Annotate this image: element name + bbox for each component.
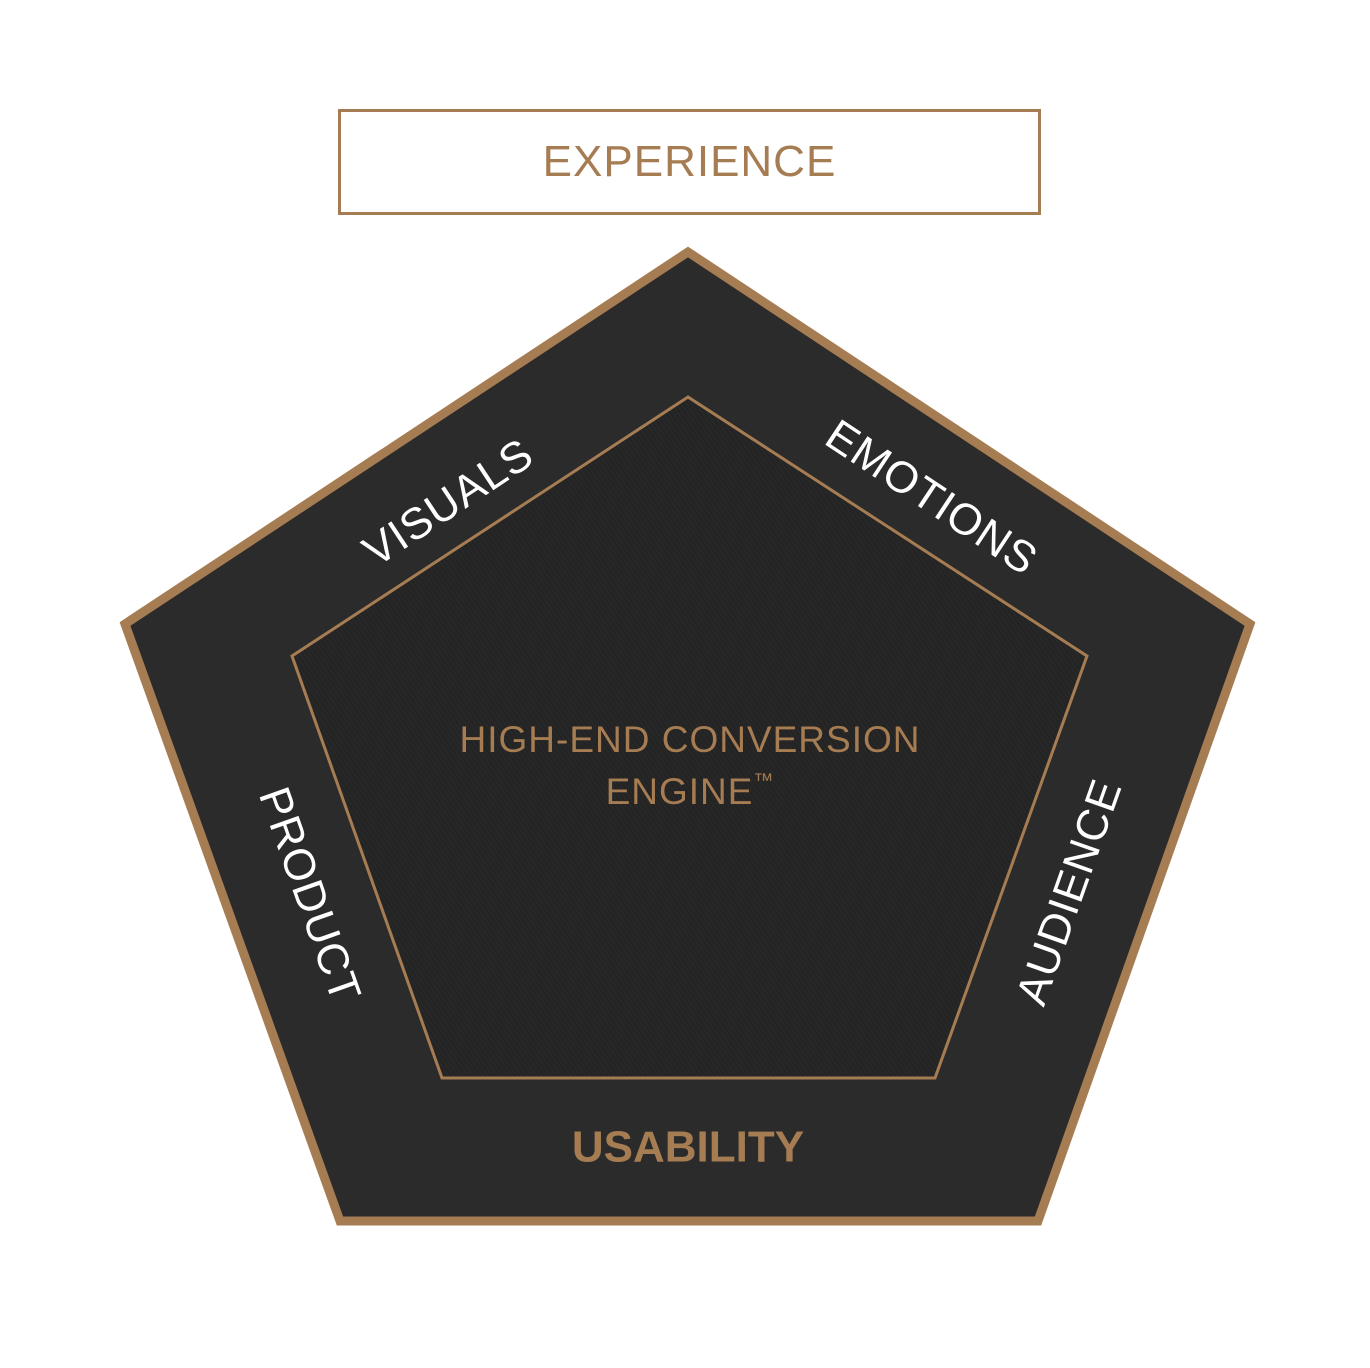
center-label-line1: HIGH-END CONVERSION bbox=[460, 719, 921, 760]
trademark-symbol: ™ bbox=[753, 770, 774, 792]
experience-header-box: EXPERIENCE bbox=[338, 109, 1041, 215]
experience-title: EXPERIENCE bbox=[542, 137, 837, 186]
inner-pentagon bbox=[290, 395, 1089, 1080]
center-label-line2: ENGINE™ bbox=[606, 770, 775, 812]
center-label-engine: ENGINE bbox=[606, 771, 754, 812]
side-label-usability: USABILITY bbox=[572, 1123, 804, 1172]
